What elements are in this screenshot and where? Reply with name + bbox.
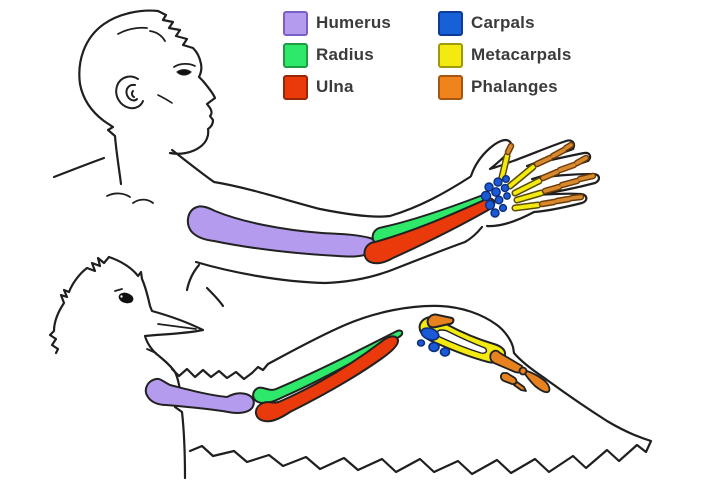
bird-carpal-bones <box>416 327 451 357</box>
bird-figure <box>48 255 653 480</box>
bird-ulna-bone <box>255 335 400 423</box>
legend-swatch-ulna <box>283 74 308 100</box>
legend-label-carpals: Carpals <box>471 13 535 32</box>
human-brow <box>173 62 196 68</box>
legend-label-humerus: Humerus <box>316 13 392 32</box>
legend-label-phalanges: Phalanges <box>471 77 558 96</box>
human-ulna-bone <box>363 197 496 265</box>
bird-head-back <box>48 255 111 355</box>
bird-eye <box>118 292 134 304</box>
human-phalange-bones <box>504 141 597 208</box>
bird-shoulder-feathers <box>170 367 254 381</box>
human-head-outline <box>78 9 217 186</box>
human-ear <box>115 75 144 110</box>
legend-label-radius: Radius <box>316 45 374 64</box>
legend-item-radius: Radius <box>283 42 438 68</box>
legend-label-metacarpals: Metacarpals <box>471 45 572 64</box>
human-arm-bottom-outline <box>194 225 484 285</box>
legend-item-metacarpals: Metacarpals <box>438 42 571 68</box>
legend-item-humerus: Humerus <box>283 10 438 36</box>
bird-chin-stroke <box>146 348 157 354</box>
bird-alula-phalanx <box>426 313 455 329</box>
human-hair-strokes <box>117 26 166 42</box>
metacarpal-bones <box>500 154 543 210</box>
human-eye <box>176 69 192 76</box>
legend-label-ulna: Ulna <box>316 77 354 96</box>
bird-phalange-bones <box>489 349 551 394</box>
legend-item-ulna: Ulna <box>283 74 438 100</box>
human-carpal-bones <box>480 174 511 218</box>
legend-item-phalanges: Phalanges <box>438 74 571 100</box>
human-bones <box>186 194 496 265</box>
legend-column-left: Humerus Radius Ulna <box>283 10 438 106</box>
legend-swatch-humerus <box>283 10 308 36</box>
legend-swatch-radius <box>283 42 308 68</box>
legend: Humerus Radius Ulna Carpals Metacarpals <box>283 10 571 106</box>
legend-swatch-phalanges <box>438 74 463 100</box>
bird-wing-outline <box>188 304 653 476</box>
human-cheek-line <box>157 94 173 104</box>
phalange-bones <box>506 143 595 206</box>
human-clavicle-marks <box>106 192 154 204</box>
bird-bones <box>144 313 551 423</box>
bird-eye-glint <box>120 295 123 298</box>
human-torso-lines <box>185 263 225 308</box>
human-arm-top-outline <box>170 148 472 218</box>
bird-radius-bone <box>252 329 404 405</box>
bird-beak-mouth-line <box>157 323 197 330</box>
legend-swatch-carpals <box>438 10 463 36</box>
human-metacarpal-bones <box>498 152 545 212</box>
legend-item-carpals: Carpals <box>438 10 571 36</box>
legend-column-right: Carpals Metacarpals Phalanges <box>438 10 571 106</box>
bird-humerus-bone <box>144 377 255 414</box>
bird-head-front <box>107 255 205 480</box>
human-far-shoulder-line <box>52 156 106 179</box>
legend-swatch-metacarpals <box>438 42 463 68</box>
bird-brow-stroke <box>114 288 123 292</box>
